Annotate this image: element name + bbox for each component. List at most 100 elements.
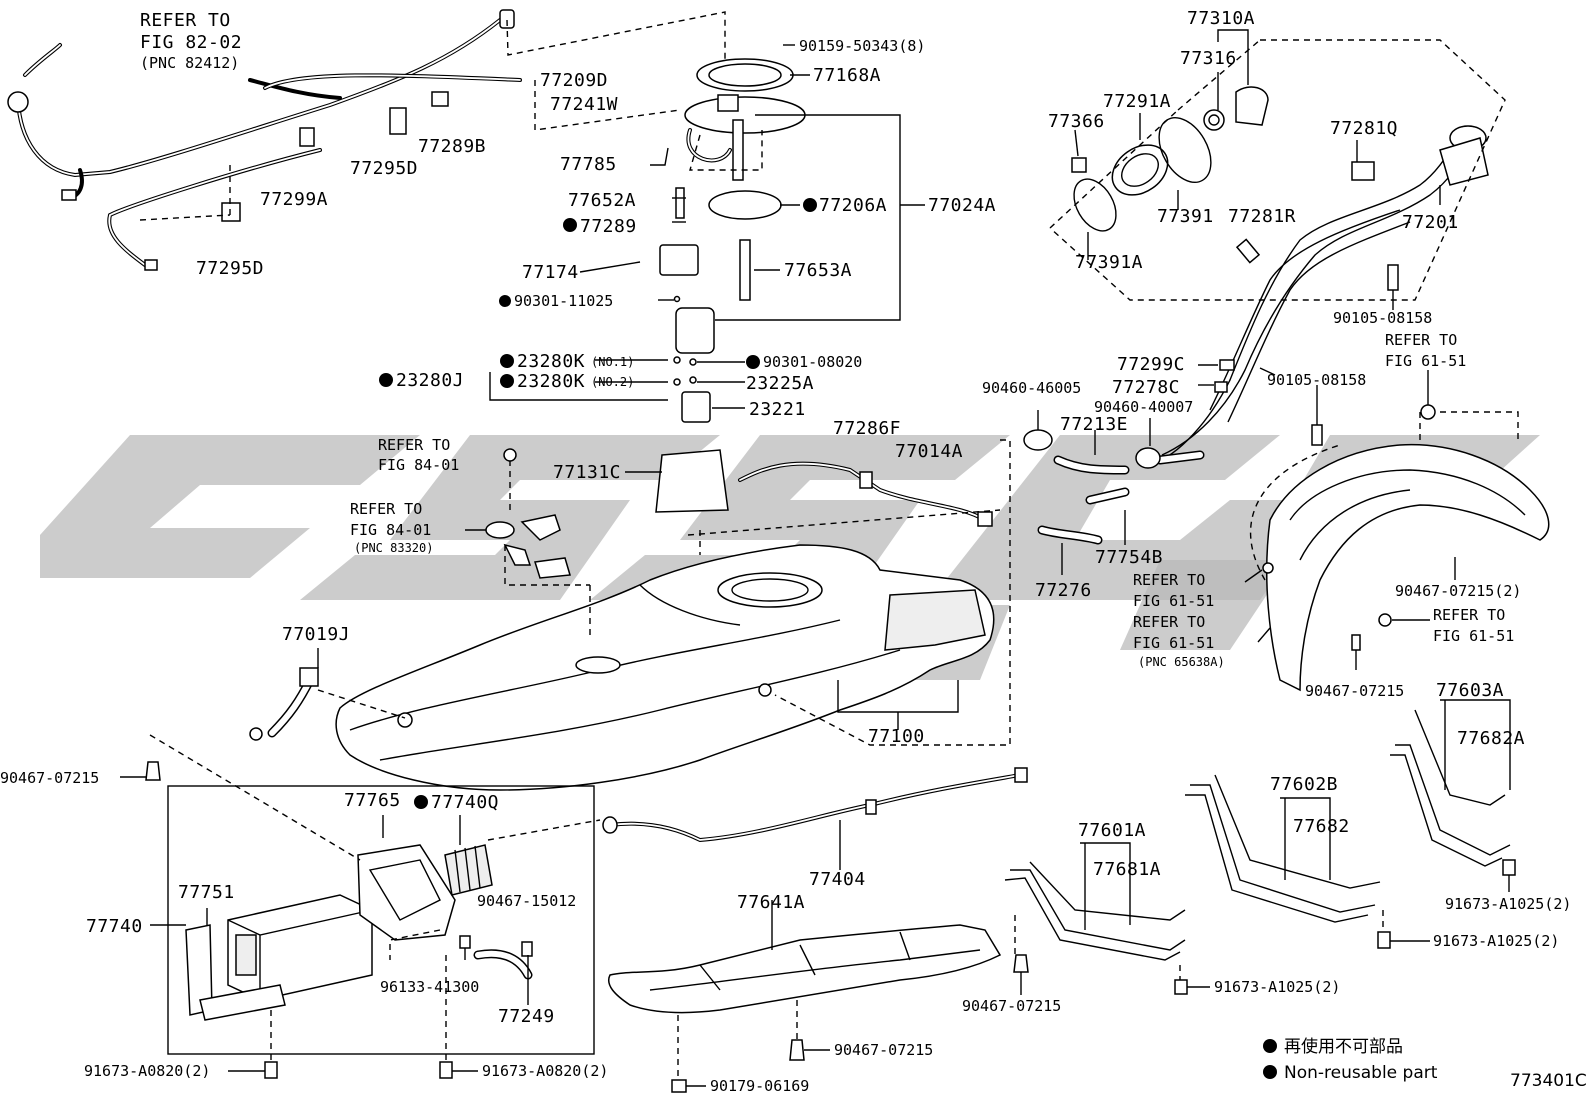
bolt-90105-08158-b[interactable]	[1311, 424, 1323, 446]
label-77276: 77276	[1035, 580, 1092, 601]
legend: 再使用不可部品 Non-reusable part	[1263, 1036, 1438, 1083]
label-77019J: 77019J	[282, 624, 350, 645]
label-23280K-no2: 23280K	[517, 371, 585, 392]
hose-77754B[interactable]	[1085, 487, 1130, 505]
fuel-filler-pipe-77201[interactable]	[1149, 125, 1489, 466]
clip-90467-07215-bottom[interactable]	[789, 1039, 805, 1061]
bolt-91673-A1025-c[interactable]	[1174, 979, 1188, 995]
pipe-77404[interactable]	[602, 767, 1028, 843]
strap-77601A[interactable]	[1004, 861, 1186, 961]
label-77281Q: 77281Q	[1330, 118, 1398, 139]
label-refer-82-02-line2: FIG 82-02	[140, 32, 242, 53]
label-90105-08158-b: 90105-08158	[1267, 371, 1366, 389]
legend-dot-jp	[1263, 1039, 1277, 1053]
hose-77213E[interactable]	[1053, 455, 1130, 475]
label-refer-61-51-b-line2: FIG 61-51	[1133, 592, 1214, 610]
label-77765: 77765	[344, 790, 401, 811]
clip-77281Q[interactable]	[1351, 161, 1375, 181]
label-77249: 77249	[498, 1006, 555, 1027]
label-refer-61-51-d-line1: REFER TO	[1433, 606, 1505, 624]
bolt-91673-A1025-a[interactable]	[1502, 859, 1516, 876]
label-90467-07215-2a: 90467-07215(2)	[1395, 582, 1521, 600]
filter-77740Q[interactable]	[444, 844, 493, 896]
label-refer-61-51-d-line2: FIG 61-51	[1433, 627, 1514, 645]
strap-77602B[interactable]	[1185, 774, 1381, 923]
label-90460-46005: 90460-46005	[982, 379, 1081, 397]
label-77652A: 77652A	[568, 190, 636, 211]
legend-dot-en	[1263, 1065, 1277, 1079]
strap-77603A[interactable]	[1390, 709, 1511, 867]
label-77206A: 77206A	[819, 195, 887, 216]
label-90467-07215-a: 90467-07215	[1305, 682, 1404, 700]
label-77286F: 77286F	[833, 418, 901, 439]
label-77014A: 77014A	[895, 441, 963, 462]
clip-77289B[interactable]	[431, 91, 449, 107]
label-23225A: 23225A	[746, 373, 814, 394]
bracket-84-01[interactable]	[485, 514, 571, 579]
wire-harness-82412[interactable]	[7, 9, 522, 271]
label-90467-07215-c: 90467-07215	[962, 997, 1061, 1015]
label-77601A: 77601A	[1078, 820, 1146, 841]
filler-cap-77310A[interactable]	[1203, 86, 1269, 131]
label-77131C: 77131C	[553, 462, 621, 483]
label-77241W: 77241W	[550, 94, 618, 115]
hose-77019J[interactable]	[249, 667, 319, 741]
label-77295D-a: 77295D	[350, 158, 418, 179]
non-reusable-mark-77740Q	[414, 795, 428, 809]
label-91673-A0820-2a: 91673-A0820(2)	[84, 1062, 210, 1080]
clip-77281R[interactable]	[1235, 238, 1261, 264]
label-77295D-b: 77295D	[196, 258, 264, 279]
label-96133-41300: 96133-41300	[380, 978, 479, 996]
label-77299A: 77299A	[260, 189, 328, 210]
bolt-91673-A1025-b[interactable]	[1377, 931, 1391, 949]
bolt-91673-A0820-left[interactable]	[264, 1061, 278, 1079]
hose-77014A[interactable]	[738, 461, 993, 527]
clip-77295D[interactable]	[389, 107, 407, 135]
bolt-90105-08158-a[interactable]	[1387, 264, 1399, 291]
legend-text-en: Non-reusable part	[1284, 1063, 1438, 1083]
label-77174: 77174	[522, 262, 579, 283]
label-refer-61-51-c-line2: FIG 61-51	[1133, 634, 1214, 652]
canister-group-box	[167, 785, 595, 1055]
label-23280K-no1: 23280K	[517, 351, 585, 372]
label-77289: 77289	[580, 216, 637, 237]
bolt-90179-06169[interactable]	[671, 1079, 687, 1093]
clip-90467-07215-left[interactable]	[145, 761, 161, 781]
protector-77641A[interactable]	[608, 924, 1002, 1014]
label-90467-07215-d: 90467-07215	[834, 1041, 933, 1059]
non-reusable-mark-23280J	[379, 373, 393, 387]
label-90460-40007: 90460-40007	[1094, 398, 1193, 416]
clip-77299C[interactable]	[1219, 359, 1235, 371]
fuel-tank-77100[interactable]	[335, 544, 995, 791]
clip-77295D-lower[interactable]	[221, 202, 241, 222]
label-77653A: 77653A	[784, 260, 852, 281]
label-23280K-no2-suffix: (NO.2)	[591, 375, 634, 389]
clamp-90460-46005[interactable]	[1023, 429, 1053, 451]
bolt-91673-A0820-right[interactable]	[439, 1061, 453, 1079]
label-refer-84-01-b-line3: (PNC 83320)	[354, 541, 433, 555]
clamp-90460-40007[interactable]	[1135, 447, 1161, 469]
label-77682: 77682	[1293, 816, 1350, 837]
label-91673-A1025-2c: 91673-A1025(2)	[1214, 978, 1340, 996]
label-90467-07215-b: 90467-07215	[0, 769, 99, 787]
hose-77276[interactable]	[1037, 525, 1103, 545]
clip-77299A[interactable]	[299, 127, 315, 147]
label-77740Q: 77740Q	[431, 792, 499, 813]
label-91673-A0820-2b: 91673-A0820(2)	[482, 1062, 608, 1080]
label-91673-A1025-2a: 91673-A1025(2)	[1445, 895, 1571, 913]
label-23280K-no1-suffix: (NO.1)	[591, 355, 634, 369]
bracket-77765[interactable]	[357, 844, 456, 941]
label-refer-84-01-b-line1: REFER TO	[350, 500, 422, 518]
label-refer-82-02-line3: (PNC 82412)	[140, 54, 239, 72]
label-77100: 77100	[868, 726, 925, 747]
label-refer-82-02-line1: REFER TO	[140, 10, 231, 31]
clip-77278C[interactable]	[1214, 381, 1228, 393]
label-90159-50343: 90159-50343(8)	[799, 37, 925, 55]
non-reusable-mark-90301-11025	[499, 295, 511, 307]
canister-77740[interactable]	[185, 894, 373, 1021]
label-77602B: 77602B	[1270, 774, 1338, 795]
label-90301-11025: 90301-11025	[514, 292, 613, 310]
label-77785: 77785	[560, 154, 617, 175]
fender-liner-65638A[interactable]	[1262, 404, 1550, 692]
